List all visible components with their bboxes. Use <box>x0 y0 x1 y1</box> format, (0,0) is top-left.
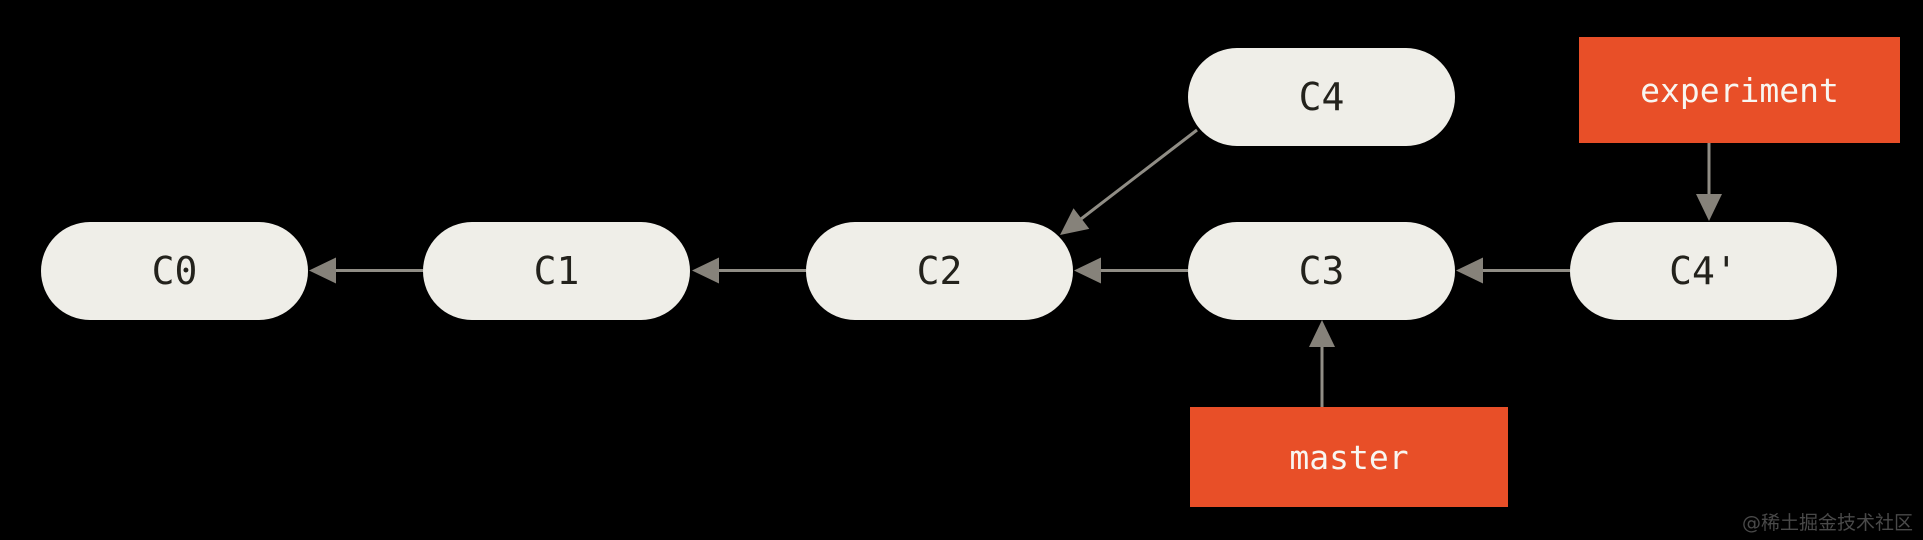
branch-label-experiment: experiment <box>1579 37 1900 143</box>
commit-node-c3: C3 <box>1188 222 1455 320</box>
watermark: @稀土掘金技术社区 <box>1741 512 1913 534</box>
commit-label-c0: C0 <box>151 249 198 293</box>
commit-label-c4: C4 <box>1298 75 1345 119</box>
commit-node-c4-prime: C4' <box>1570 222 1837 320</box>
branch-label-master: master <box>1190 407 1508 507</box>
edge-c1-c0-arrowhead <box>309 257 336 284</box>
branch-label-master-text: master <box>1289 437 1409 477</box>
edge-c4prime-c3-arrowhead <box>1456 257 1483 284</box>
edge-experiment-c4prime-arrowhead <box>1696 194 1722 221</box>
commit-node-c0: C0 <box>41 222 308 320</box>
commit-label-c3: C3 <box>1298 249 1345 293</box>
commit-node-c1: C1 <box>423 222 690 320</box>
branch-label-experiment-text: experiment <box>1640 70 1839 110</box>
commit-label-c1: C1 <box>533 249 580 293</box>
edge-c3-c2-arrowhead <box>1074 257 1101 284</box>
commit-node-c2: C2 <box>806 222 1073 320</box>
edge-c4-c2-line <box>1080 128 1198 221</box>
edge-c2-c1-arrowhead <box>692 257 719 284</box>
commit-label-c4-prime: C4' <box>1669 249 1738 293</box>
commit-node-c4: C4 <box>1188 48 1455 146</box>
edge-master-c3-arrowhead <box>1309 320 1335 347</box>
commit-label-c2: C2 <box>916 249 963 293</box>
edge-c4-c2-arrowhead <box>1060 208 1090 235</box>
